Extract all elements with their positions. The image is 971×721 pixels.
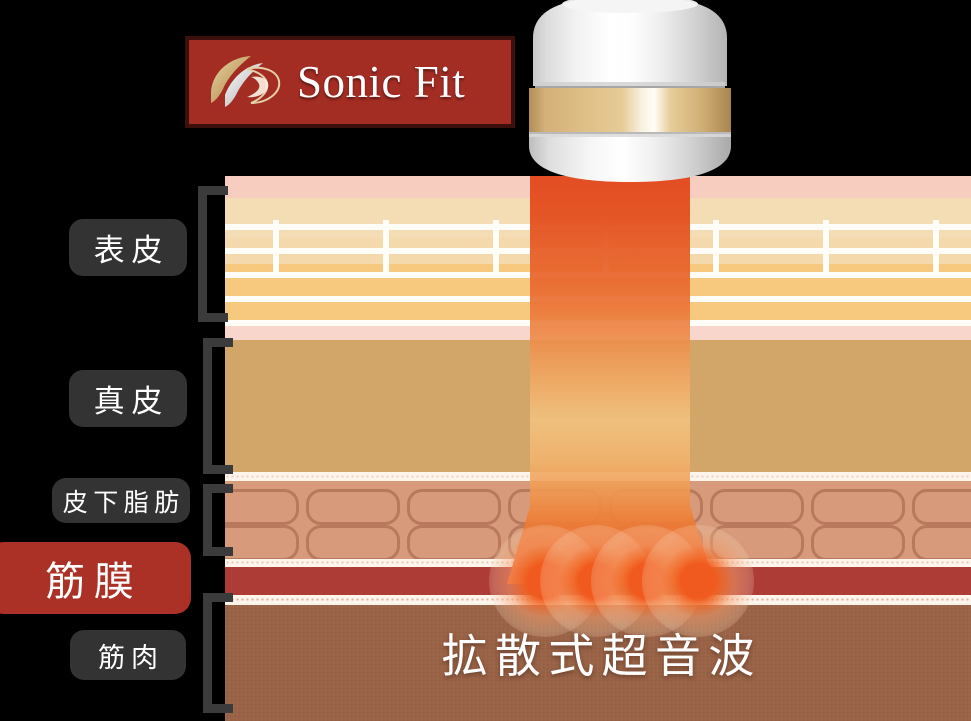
brand-logo: Sonic Fit	[185, 36, 515, 128]
fat-cell	[609, 489, 703, 525]
epidermis-grid-line	[933, 254, 939, 272]
fat-cell	[306, 525, 400, 561]
swirl-flame-icon	[211, 56, 281, 107]
epidermis-grid-line	[603, 220, 609, 254]
epidermis-grid-line	[225, 272, 971, 278]
label-dermis[interactable]: 真皮	[69, 370, 187, 427]
fat-cell	[811, 525, 905, 561]
label-fascia[interactable]: 筋膜	[0, 542, 191, 614]
epidermis-basal-band	[225, 326, 971, 340]
epidermis-grid-line	[383, 254, 389, 272]
bracket-dermis	[203, 338, 233, 474]
label-epidermis[interactable]: 表皮	[69, 219, 187, 276]
fat-cell	[710, 489, 804, 525]
epidermis-cell-grid	[225, 198, 971, 326]
fat-cell	[225, 489, 299, 525]
fat-cell	[407, 489, 501, 525]
fat-cell	[811, 489, 905, 525]
label-fascia-text: 筋膜	[45, 559, 143, 605]
fat-cell	[912, 489, 971, 525]
bracket-subcutaneous	[203, 484, 233, 556]
layer-dermis	[225, 340, 971, 472]
label-dermis-text: 真皮	[93, 384, 170, 420]
epidermis-grid-line	[225, 296, 971, 302]
label-subcutaneous-fat[interactable]: 皮下脂肪	[52, 478, 190, 523]
epidermis-grid-line	[493, 254, 499, 272]
epidermis-grid-line	[273, 254, 279, 272]
septum-above-fat	[225, 472, 971, 481]
epidermis-grid-line	[603, 254, 609, 272]
fat-cell	[912, 525, 971, 561]
epidermis-grid-line	[225, 248, 971, 254]
epidermis-grid-line	[225, 224, 971, 230]
bracket-muscle	[203, 593, 233, 713]
label-epidermis-text: 表皮	[93, 233, 170, 269]
fat-cell	[407, 525, 501, 561]
epidermis-grid-line	[383, 220, 389, 254]
fat-cell	[225, 525, 299, 561]
label-muscle-text: 筋肉	[98, 642, 164, 674]
epidermis-grid-line	[713, 220, 719, 254]
ultrasound-applicator-head	[529, 0, 731, 182]
caption-diffused-ultrasound: 拡散式超音波	[441, 629, 762, 683]
label-subcutaneous-fat-text: 皮下脂肪	[62, 487, 185, 517]
epidermis-grid-line	[823, 254, 829, 272]
epidermis-grid-line	[273, 220, 279, 254]
fat-cell	[306, 489, 400, 525]
epidermis-grid-line	[933, 220, 939, 254]
brand-wordmark: Sonic Fit	[297, 57, 466, 107]
focus-dot	[642, 525, 754, 637]
bracket-epidermis	[198, 186, 228, 322]
epidermis-grid-line	[493, 220, 499, 254]
layer-epidermis	[225, 198, 971, 326]
skin-cross-section: 拡散式超音波	[225, 176, 971, 721]
fat-cell	[508, 489, 602, 525]
label-muscle[interactable]: 筋肉	[70, 630, 186, 680]
epidermis-grid-line	[713, 254, 719, 272]
epidermis-grid-line	[823, 220, 829, 254]
